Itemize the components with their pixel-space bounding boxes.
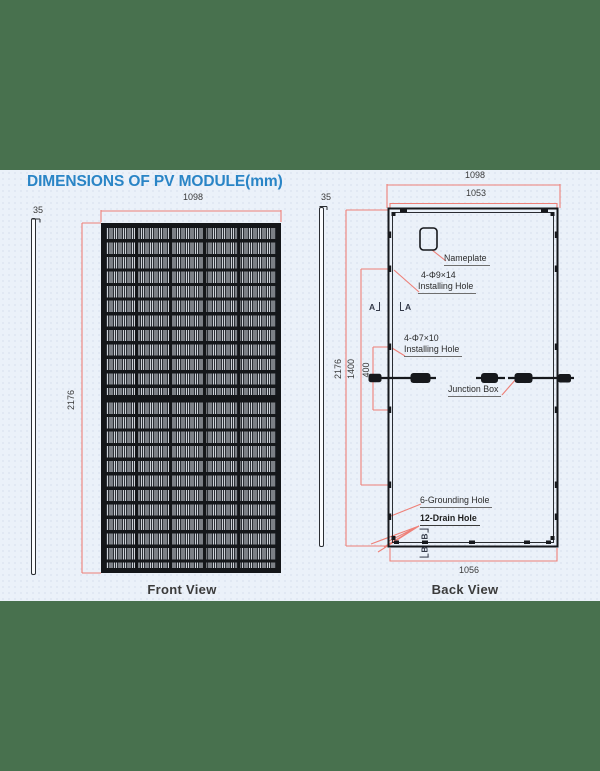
drain-hole-marks <box>394 540 551 544</box>
back-view-caption: Back View <box>431 582 499 597</box>
front-thickness-dim: 35 <box>32 205 43 215</box>
section-b-top-letter: B <box>419 533 430 540</box>
front-height-dim: 2176 <box>66 389 77 410</box>
hole9-sub-label: Installing Hole <box>418 281 477 294</box>
junction-box-cables <box>368 373 574 383</box>
back-bottom-width-dim: 1056 <box>458 565 480 575</box>
hole7-title-label: 4-Φ7×10 <box>404 333 439 343</box>
back-mount-span-dim-line <box>360 268 389 486</box>
back-height-dim-line <box>345 209 389 547</box>
dimension-lines <box>81 184 561 574</box>
grounding-label: 6-Grounding Hole <box>420 495 493 508</box>
diagram-canvas: DIMENSIONS OF PV MODULE(mm) <box>0 170 600 601</box>
back-overall-width-dim: 1098 <box>464 170 486 180</box>
nameplate-label: Nameplate <box>444 253 490 266</box>
section-b-bottom-marker: B <box>419 546 430 558</box>
mounting-hole-marks <box>387 231 559 520</box>
thickness-brackets <box>32 206 328 223</box>
back-height-dim: 2176 <box>333 358 344 379</box>
back-small-span-dim: 400 <box>361 362 372 378</box>
hole9-title-label: 4-Φ9×14 <box>421 270 456 280</box>
drain-leaders <box>370 525 420 553</box>
back-overall-width-dim-line <box>386 184 561 208</box>
front-panel-drawing <box>101 223 281 573</box>
section-a-left-letter: A <box>369 302 376 312</box>
cable-connectors <box>368 373 571 383</box>
front-width-dim: 1098 <box>182 192 204 202</box>
hole9-leader <box>393 269 420 293</box>
back-thickness-dim: 35 <box>320 192 331 202</box>
junction-box-label: Junction Box <box>448 384 502 397</box>
drawing-overlay <box>32 184 574 574</box>
hole7-sub-label: Installing Hole <box>404 344 463 357</box>
back-bottom-width-dim-line <box>389 548 558 562</box>
back-hole-width-dim-line <box>389 202 558 208</box>
grounding-leader <box>390 503 422 517</box>
section-marker-bracket <box>400 302 404 311</box>
section-a-right-marker: A <box>400 302 411 312</box>
section-marker-bracket <box>376 302 381 311</box>
section-b-top-marker: B <box>419 528 430 540</box>
section-b-bottom-letter: B <box>419 546 430 553</box>
section-a-right-letter: A <box>405 302 412 312</box>
nameplate-leader <box>431 249 447 262</box>
junction-box-leader <box>501 378 517 396</box>
section-a-left-marker: A <box>369 302 381 312</box>
drain-label: 12-Drain Hole <box>420 513 480 526</box>
nameplate-rect <box>419 227 438 251</box>
front-view-caption: Front View <box>147 582 217 597</box>
frame-corner-keys <box>391 209 555 540</box>
back-hole-width-dim: 1053 <box>465 188 487 198</box>
section-marker-bracket <box>419 528 429 533</box>
hole7-leader <box>391 347 406 357</box>
front-height-dim-line <box>81 222 101 574</box>
page-title: DIMENSIONS OF PV MODULE(mm) <box>27 173 283 190</box>
back-side-profile-bar <box>319 207 324 547</box>
front-width-dim-line <box>100 210 282 222</box>
section-marker-bracket <box>419 553 429 558</box>
back-mount-span-dim: 1400 <box>346 358 357 379</box>
